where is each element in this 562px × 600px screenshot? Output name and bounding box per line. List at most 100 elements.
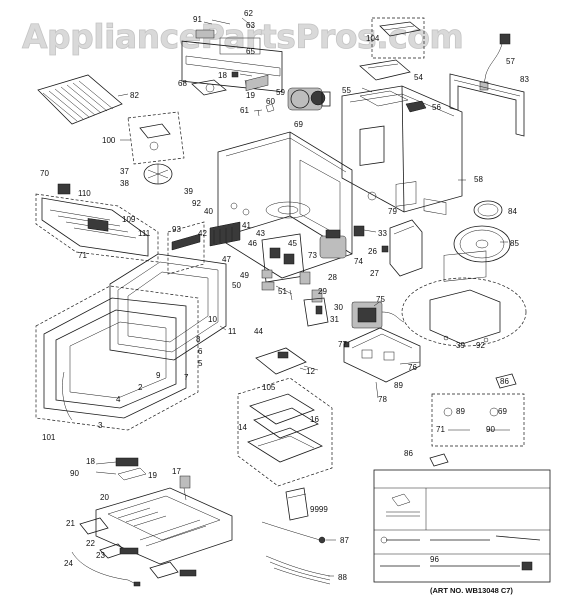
callout-39b: 39 (456, 341, 465, 350)
callout-73: 73 (308, 251, 317, 260)
callout-46: 46 (248, 239, 257, 248)
callout-30: 30 (334, 303, 343, 312)
stirrer-cover-100 (127, 111, 185, 165)
callout-50: 50 (232, 281, 241, 290)
callout-54: 54 (414, 73, 423, 82)
callout-56: 56 (432, 103, 441, 112)
control-bracket-62 (181, 19, 283, 93)
callout-10: 10 (208, 315, 217, 324)
stirrer-fan-38 (143, 163, 173, 185)
callout-2: 2 (138, 383, 143, 392)
door-assembly-101 (35, 285, 199, 431)
callout-71: 71 (78, 251, 87, 260)
callout-43: 43 (256, 229, 265, 238)
callout-60: 60 (266, 97, 275, 106)
callout-14: 14 (238, 423, 247, 432)
cavity-detail-callout (401, 250, 527, 347)
base-plate-76 (343, 327, 421, 399)
outer-case-58 (341, 85, 463, 215)
callout-63: 63 (246, 21, 255, 30)
oven-rack-82 (37, 74, 129, 125)
waveguide-cover-93 (167, 221, 205, 275)
callout-77: 77 (338, 340, 347, 349)
plate-54 (359, 59, 411, 81)
callout-86b: 86 (404, 449, 413, 458)
callout-83: 83 (520, 75, 529, 84)
hv-fuse-33 (353, 225, 377, 237)
damper-104 (371, 17, 425, 59)
callout-71b: 71 (436, 425, 445, 434)
art-number: (ART NO. WB13048 C7) (430, 586, 513, 595)
callout-12: 12 (306, 367, 315, 376)
callout-92a: 92 (192, 199, 201, 208)
callout-21: 21 (66, 519, 75, 528)
callout-74: 74 (354, 257, 363, 266)
callout-27: 27 (370, 269, 379, 278)
interlock-switches-28-31 (299, 271, 329, 327)
callout-8: 8 (196, 335, 201, 344)
control-board-12 (255, 347, 307, 375)
blower-motor-59 (287, 87, 331, 111)
callout-37: 37 (120, 167, 129, 176)
callout-101: 101 (42, 433, 56, 442)
turntable-85 (453, 225, 511, 263)
hardware-kit-86 (373, 469, 551, 583)
callout-42: 42 (198, 229, 207, 238)
lamp-housings-18-19 (115, 457, 147, 481)
callout-51: 51 (278, 287, 287, 296)
part-68 (191, 79, 227, 96)
callout-90b: 90 (70, 469, 79, 478)
callout-61: 61 (240, 106, 249, 115)
roller-ring-84 (473, 200, 503, 220)
callout-23: 23 (96, 551, 105, 560)
callout-44: 44 (254, 327, 263, 336)
callout-26: 26 (368, 247, 377, 256)
magnetron-cover-27 (381, 181, 423, 277)
callout-40: 40 (204, 207, 213, 216)
callout-110: 110 (78, 189, 91, 198)
harness-88 (265, 555, 331, 585)
callout-39a: 39 (184, 187, 193, 196)
callout-69b: 69 (498, 407, 507, 416)
callout-100: 100 (102, 136, 116, 145)
manual-9999 (285, 487, 309, 521)
callout-62: 62 (244, 9, 253, 18)
door-choke-10-11 (109, 253, 227, 361)
control-panel-frame (35, 183, 159, 263)
callout-11: 11 (228, 327, 237, 336)
callout-88: 88 (338, 573, 347, 582)
callout-28: 28 (328, 273, 337, 282)
callout-29: 29 (318, 287, 327, 296)
callout-20: 20 (100, 493, 109, 502)
callout-6: 6 (198, 347, 203, 356)
filter-assembly-105 (237, 377, 333, 487)
callout-45: 45 (288, 239, 297, 248)
callout-91: 91 (193, 15, 202, 24)
callout-105: 105 (262, 383, 276, 392)
callout-79: 79 (388, 207, 397, 216)
callout-90a: 90 (486, 425, 495, 434)
callout-87: 87 (340, 536, 349, 545)
callout-49: 49 (240, 271, 249, 280)
bottom-grille-20 (95, 487, 233, 565)
leader-lines (95, 17, 508, 577)
screw-77 (343, 341, 350, 348)
callout-86a: 86 (500, 377, 509, 386)
callout-69a: 69 (294, 120, 303, 129)
callout-89a: 89 (394, 381, 403, 390)
transformer-75 (351, 301, 405, 329)
callout-47: 47 (222, 255, 231, 264)
callout-111: 111 (138, 229, 151, 238)
callout-33: 33 (378, 229, 387, 238)
callout-16: 16 (310, 415, 319, 424)
capacitor-73 (319, 229, 347, 259)
callout-75: 75 (376, 295, 385, 304)
callout-85: 85 (510, 239, 519, 248)
callout-109: 109 (122, 215, 136, 224)
callout-4: 4 (116, 395, 121, 404)
hardware-detail-86a (429, 373, 525, 467)
callout-19a: 19 (246, 91, 255, 100)
callout-labels: 91 62 63 65 104 68 18 19 59 60 61 57 83 … (40, 9, 529, 582)
vent-grille-42 (209, 221, 241, 247)
